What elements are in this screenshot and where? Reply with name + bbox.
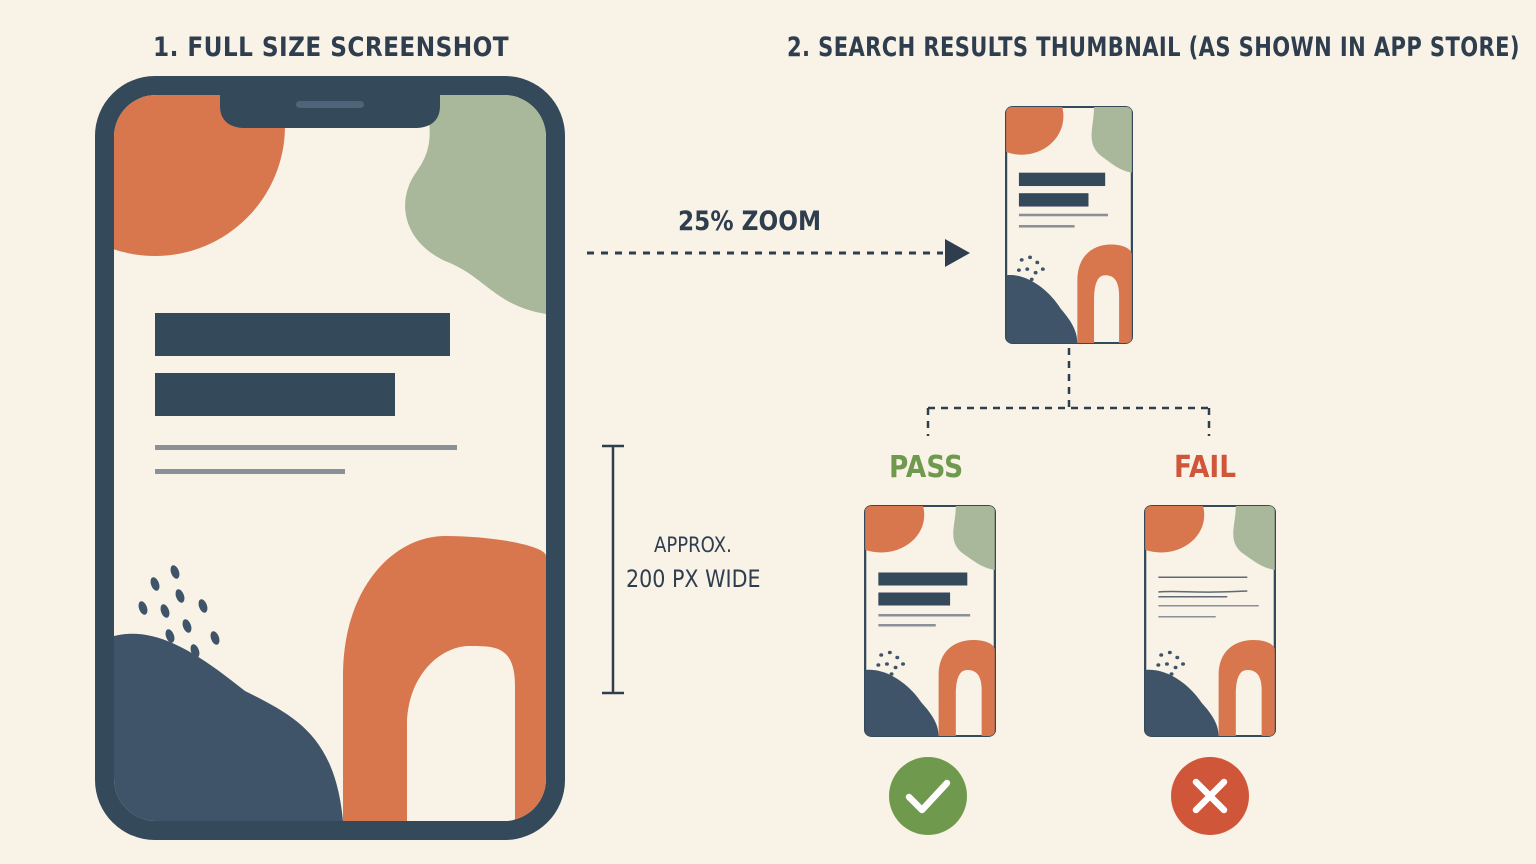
zoom-label: 25% ZOOM [678,206,822,237]
sage-blob-shape [405,95,546,314]
thumbnail-heading: 2. SEARCH RESULTS THUMBNAIL (AS SHOWN IN… [787,32,1520,63]
subheadline-bar [155,373,395,416]
thumb-headline-bar [1018,172,1106,187]
arch-inner-shape [407,646,515,821]
thumb-headline-bar [878,572,968,586]
fail-thumbnail [1144,505,1276,737]
dot-pattern [138,565,220,658]
zoom-arrow [587,239,970,267]
full-size-heading: 1. FULL SIZE SCREENSHOT [153,32,510,63]
thumb-subheadline-bar [878,592,951,606]
phone-notch [220,95,440,128]
headline-bar [155,313,450,356]
fail-label: FAIL [1174,450,1237,485]
x-icon [1171,757,1249,835]
navy-blob-shape [114,633,343,821]
orange-arch-shape [343,536,546,821]
orange-blob-shape [114,95,285,256]
pass-thumbnail [864,505,996,737]
zoomed-thumbnail [1005,106,1133,344]
body-text-line [155,445,457,450]
check-icon [889,757,967,835]
full-size-phone-mockup [95,76,565,840]
branch-connector [926,348,1211,436]
arrow-head-icon [945,239,970,267]
size-indicator [602,444,624,695]
thumb-thin-text [1158,576,1248,578]
pass-label: PASS [889,450,964,485]
size-note-line1: APPROX. [654,533,732,557]
size-note-line2: 200 PX WIDE [626,565,761,593]
thumb-subheadline-bar [1018,193,1089,207]
speaker-grille [296,101,364,108]
body-text-line [155,469,345,474]
